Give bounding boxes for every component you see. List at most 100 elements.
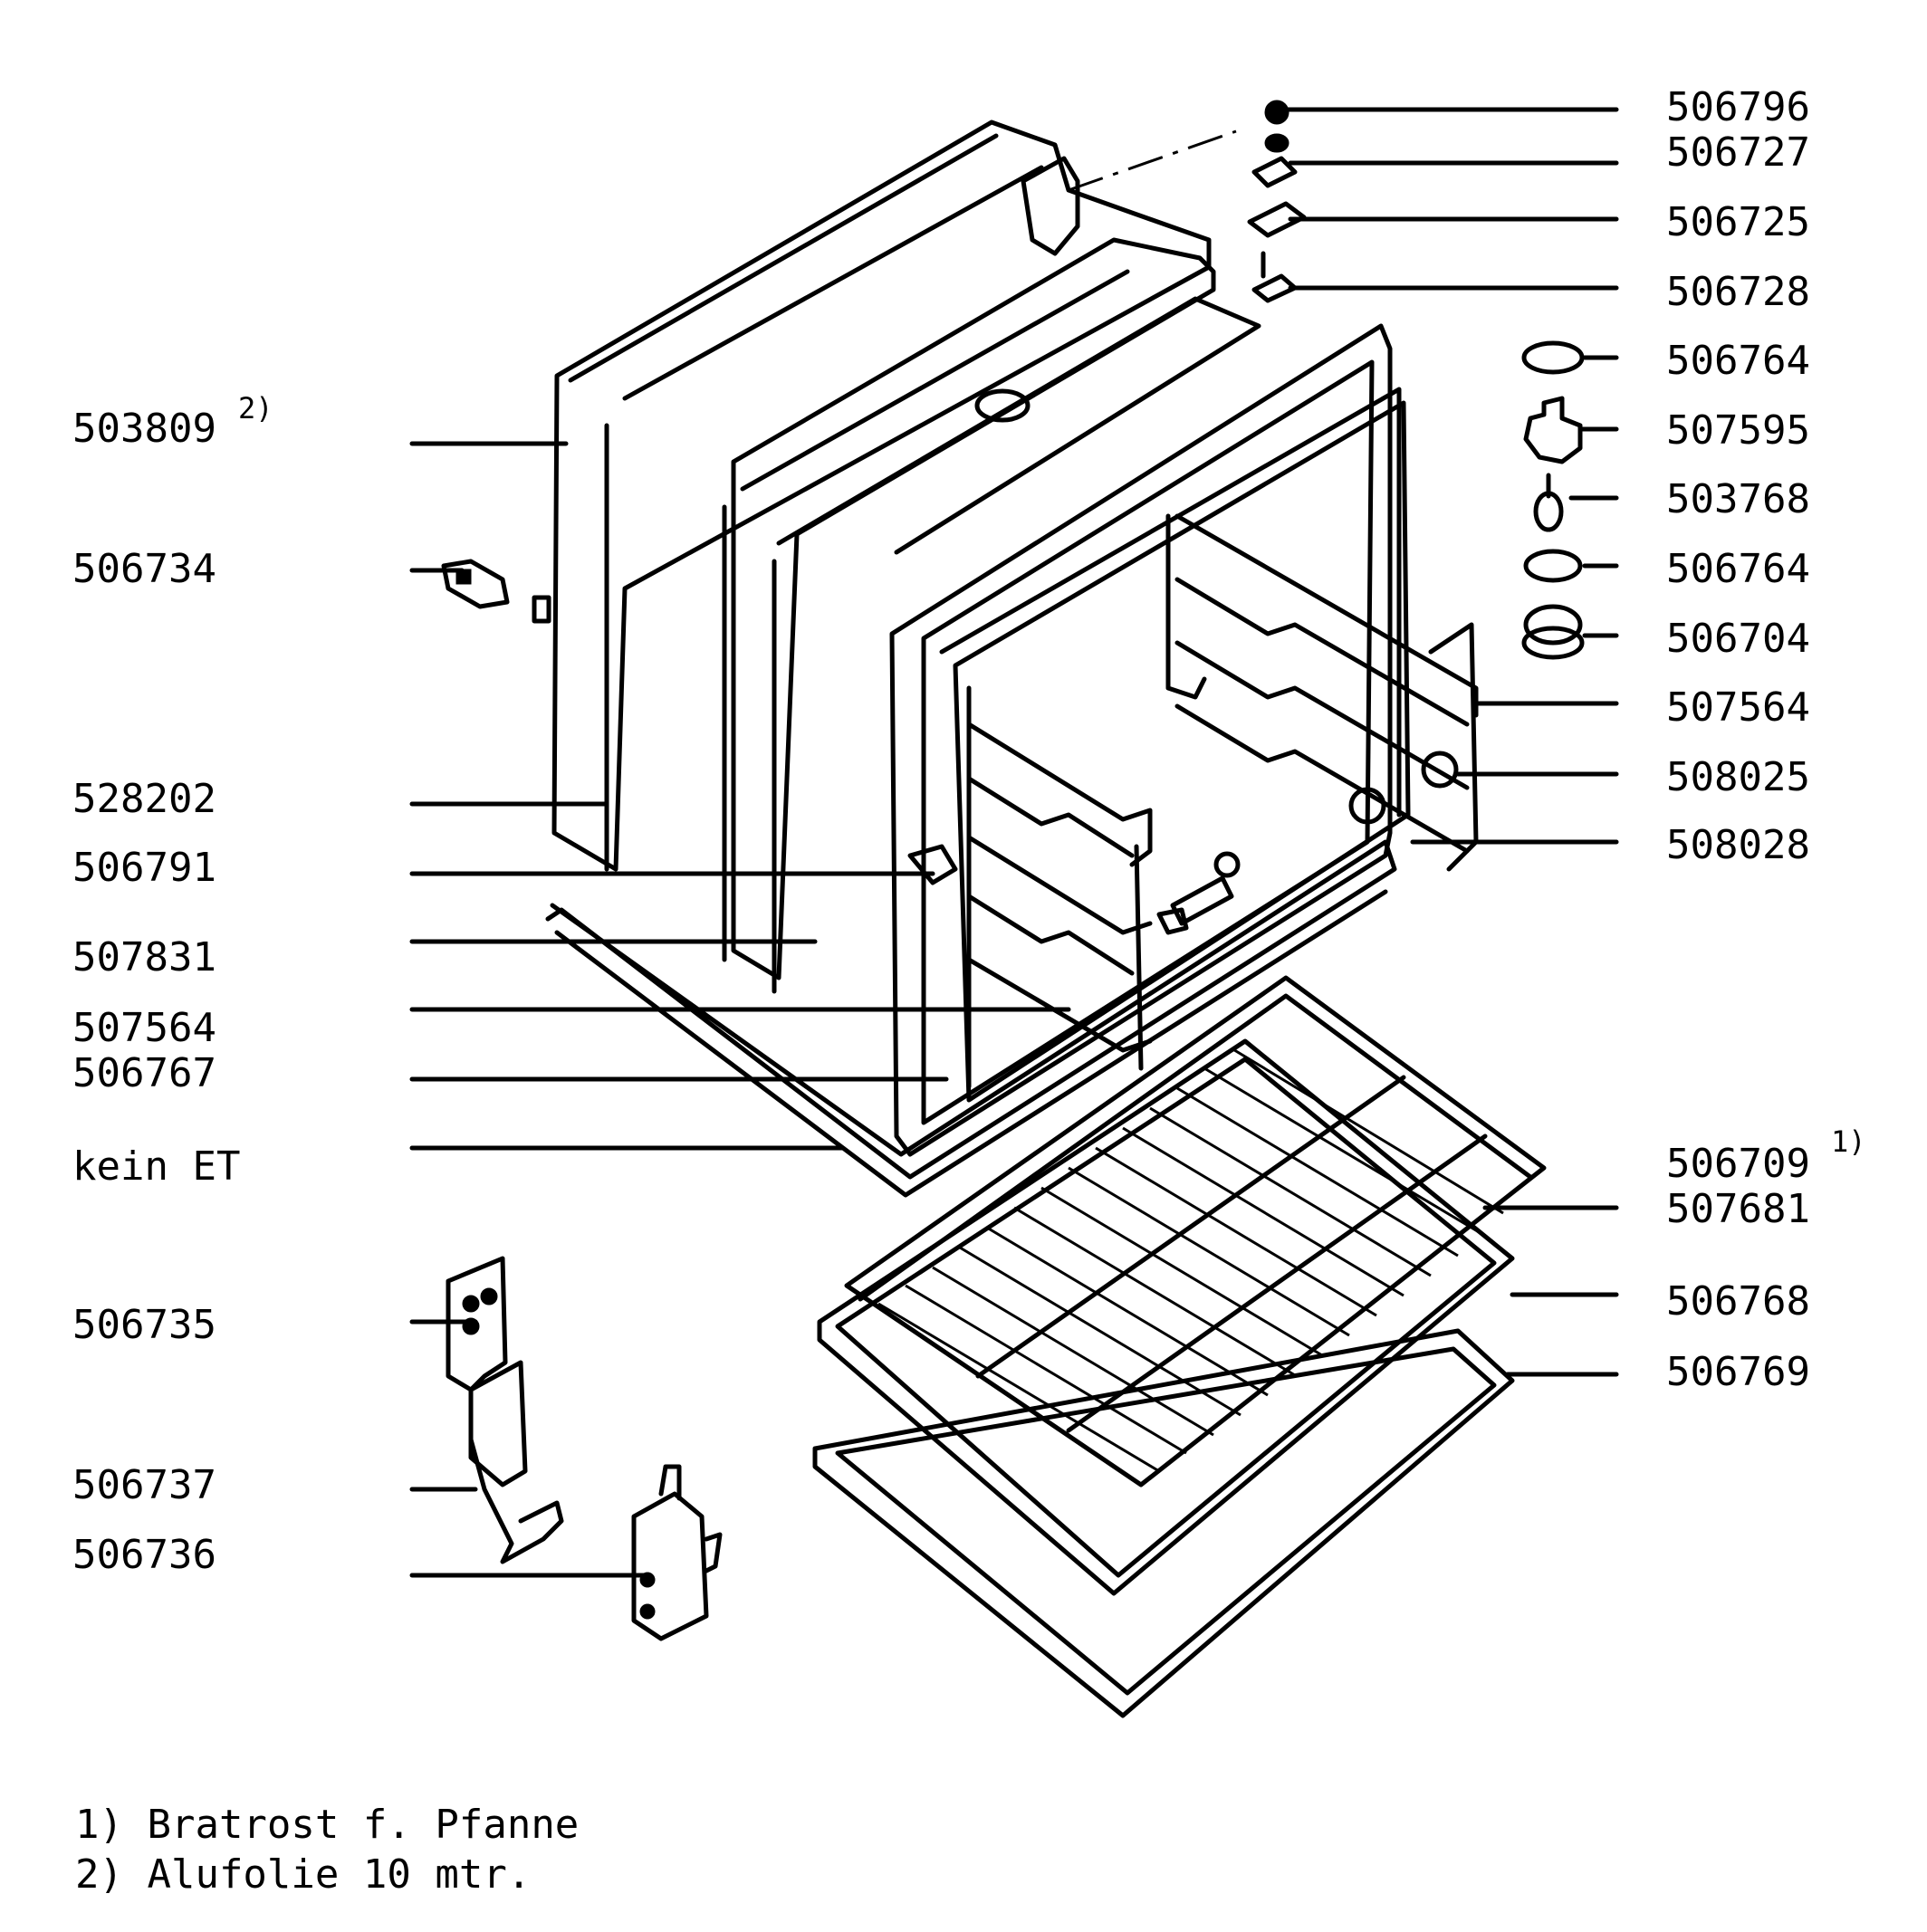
vent-hole (974, 388, 1031, 423)
label-503809: 503809 (72, 406, 216, 452)
hinge-508025 (1421, 751, 1459, 789)
label-507595: 507595 (1666, 407, 1810, 454)
label-506796: 506796 (1666, 84, 1810, 130)
door-seal-top (939, 387, 1402, 818)
label-506764-upper: 506764 (1666, 338, 1810, 384)
insulation-top-edge (568, 133, 999, 383)
bracket-hole (462, 1317, 480, 1335)
leader-lines (409, 107, 1619, 1578)
plate-506727 (1251, 156, 1298, 188)
clip-506734 (441, 559, 510, 609)
switch-side (704, 1532, 723, 1573)
rack-wire (905, 1284, 1187, 1455)
label-506736: 506736 (72, 1532, 216, 1578)
label-kein-et: kein ET (72, 1143, 240, 1190)
pan-506769 (812, 1328, 1515, 1718)
washer-506796 (1264, 133, 1289, 153)
clip-hole (455, 569, 472, 585)
runner-right-4 (1174, 703, 1470, 854)
rack-wire (1149, 1106, 1432, 1277)
screw-head-a (1213, 851, 1241, 878)
rack-wire (1068, 1166, 1350, 1337)
label-503768: 503768 (1666, 476, 1810, 522)
lamp-assembly (1247, 100, 1585, 660)
runner-left-1 (966, 722, 1153, 867)
baking-tray (817, 1038, 1515, 1596)
rack-wire (1231, 1047, 1504, 1215)
rack-wire (1203, 1066, 1486, 1238)
insulation-seam (622, 165, 1044, 401)
tray-506768 (817, 1038, 1515, 1596)
label-507831: 507831 (72, 934, 216, 980)
footnote-1: 1) Bratrost f. Pfanne (75, 1802, 579, 1848)
casing-rim (740, 269, 1130, 492)
rack-wire (1013, 1206, 1296, 1377)
screw-b (1156, 907, 1189, 935)
wire-rack (844, 975, 1547, 1487)
label-506728: 506728 (1666, 269, 1810, 315)
cavity-top (776, 296, 1261, 555)
runner-left-post (1134, 844, 1144, 1071)
bottom-plate-edge (554, 889, 1388, 1198)
label-506735: 506735 (72, 1302, 216, 1348)
bracket-hole (462, 1295, 480, 1313)
nut-506796 (1264, 100, 1289, 125)
label-506727: 506727 (1666, 129, 1810, 176)
pan-506769-inner (835, 1346, 1497, 1696)
axis-line (1068, 129, 1237, 192)
rack-frame (844, 975, 1547, 1487)
label-507681: 507681 (1666, 1186, 1810, 1232)
bracket-hole (480, 1287, 498, 1306)
bulb-503768 (1533, 491, 1564, 532)
bracket-506735 (446, 1256, 508, 1392)
rack-wire (932, 1266, 1214, 1437)
runner-left-2 (966, 776, 1135, 858)
oven-casing (731, 237, 1216, 980)
runner-right-plate (1428, 622, 1479, 872)
plate-506728 (1251, 273, 1298, 303)
rack-wire (1122, 1126, 1405, 1297)
lamp-cover-rim (1521, 626, 1585, 660)
label-506709: 506709 (1666, 1141, 1810, 1187)
label-506791: 506791 (72, 845, 216, 891)
rack-wire (877, 1302, 1160, 1473)
footnotes: 1) Bratrost f. Pfanne 2) Alufolie 10 mtr… (75, 1802, 579, 1898)
right-labels: 506796 506727 506725 506728 506764 50759… (1666, 84, 1866, 1395)
runner-left-3 (966, 835, 1153, 935)
label-506769: 506769 (1666, 1349, 1810, 1395)
hinge-pin-506791 (907, 844, 958, 885)
footnote-2: 2) Alufolie 10 mtr. (75, 1851, 531, 1898)
label-506764-lower: 506764 (1666, 546, 1810, 592)
drip-pan (812, 1328, 1515, 1718)
rack-wire (1176, 1086, 1459, 1258)
runner-right-2 (1174, 577, 1470, 727)
hinge-508028 (1348, 787, 1386, 825)
label-506767: 506767 (72, 1050, 216, 1096)
rack-wire (986, 1226, 1269, 1397)
switch-terminal (639, 1603, 656, 1620)
gasket-506764-lower (1523, 549, 1583, 583)
rack-cross-wire (1066, 1133, 1488, 1433)
label-528202: 528202 (72, 776, 216, 822)
label-508028: 508028 (1666, 822, 1810, 868)
rack-wire (1095, 1146, 1377, 1317)
runner-right-post (1165, 513, 1207, 700)
switch-506736 (631, 1491, 709, 1641)
lower-brackets (446, 1256, 723, 1641)
switch-lever (658, 1464, 682, 1501)
screw-a (1170, 875, 1234, 926)
lamp-cover-506704 (1523, 604, 1583, 646)
label-506709-footnote-marker: 1) (1831, 1124, 1866, 1159)
plate-506725 (1247, 201, 1307, 238)
label-506734: 506734 (72, 546, 216, 592)
label-507564-left: 507564 (72, 1005, 216, 1051)
insulation-wrap (551, 120, 1212, 872)
runner-right-3 (1174, 640, 1470, 790)
small-parts (441, 559, 1459, 935)
rack-wire (1040, 1186, 1323, 1357)
label-508025: 508025 (1666, 754, 1810, 800)
left-labels: 503809 2) 506734 528202 506791 507831 50… (72, 391, 273, 1578)
spring-506737 (468, 1437, 564, 1564)
label-503809-footnote-marker: 2) (238, 391, 273, 426)
